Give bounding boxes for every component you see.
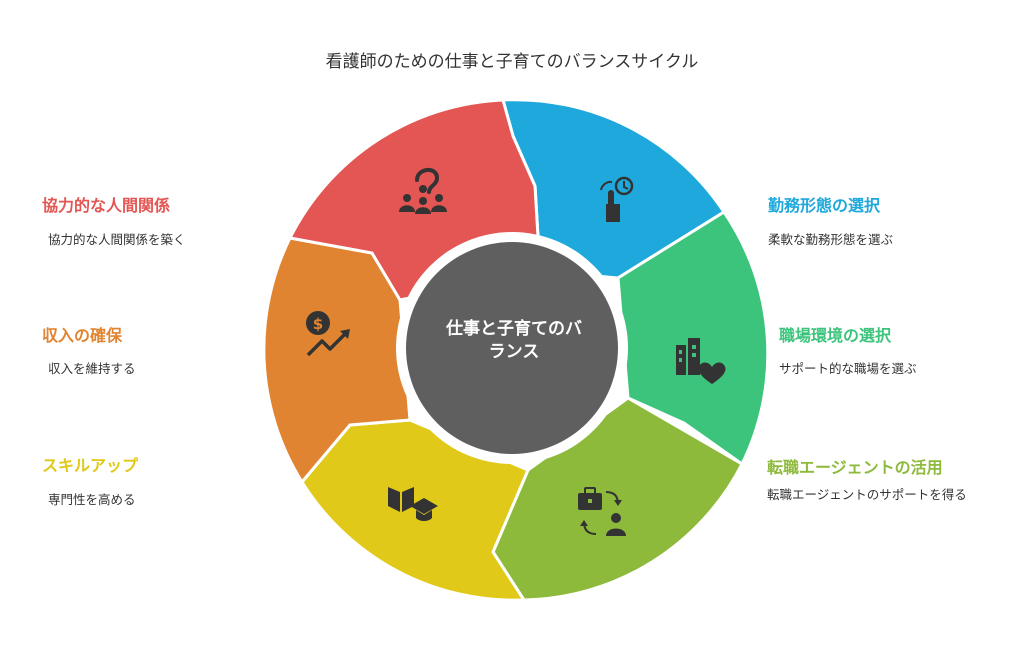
touch-clock-icon bbox=[600, 176, 634, 222]
center-label: 仕事と子育てのバ ランス bbox=[414, 318, 614, 364]
briefcase-person-exchange-icon bbox=[578, 487, 626, 536]
svg-text:$: $ bbox=[313, 315, 323, 333]
center-disc bbox=[406, 242, 618, 454]
desc-income: 収入を維持する bbox=[48, 361, 136, 376]
desc-agent: 転職エージェントのサポートを得る bbox=[767, 487, 967, 502]
desc-workplace: サポート的な職場を選ぶ bbox=[779, 361, 917, 376]
center-label-line-2: ランス bbox=[488, 342, 540, 362]
team-question-icon bbox=[399, 168, 447, 214]
label-workplace: 職場環境の選択 bbox=[779, 326, 892, 345]
desc-skill-up: 専門性を高める bbox=[48, 492, 136, 507]
desc-relations: 協力的な人間関係を築く bbox=[48, 232, 186, 247]
graduation-cap-book-icon bbox=[388, 487, 438, 521]
label-agent: 転職エージェントの活用 bbox=[767, 458, 943, 477]
label-income: 収入の確保 bbox=[42, 326, 123, 345]
label-skill-up: スキルアップ bbox=[42, 456, 139, 475]
center-label-line-1: 仕事と子育てのバ bbox=[446, 319, 582, 339]
label-work-style: 勤務形態の選択 bbox=[768, 196, 881, 215]
money-growth-icon: $ bbox=[306, 311, 350, 357]
diagram-title: 看護師のための仕事と子育てのバランスサイクル bbox=[325, 52, 699, 72]
building-heart-icon bbox=[676, 338, 726, 384]
label-relations: 協力的な人間関係 bbox=[42, 196, 171, 215]
desc-work-style: 柔軟な勤務形態を選ぶ bbox=[768, 232, 894, 247]
